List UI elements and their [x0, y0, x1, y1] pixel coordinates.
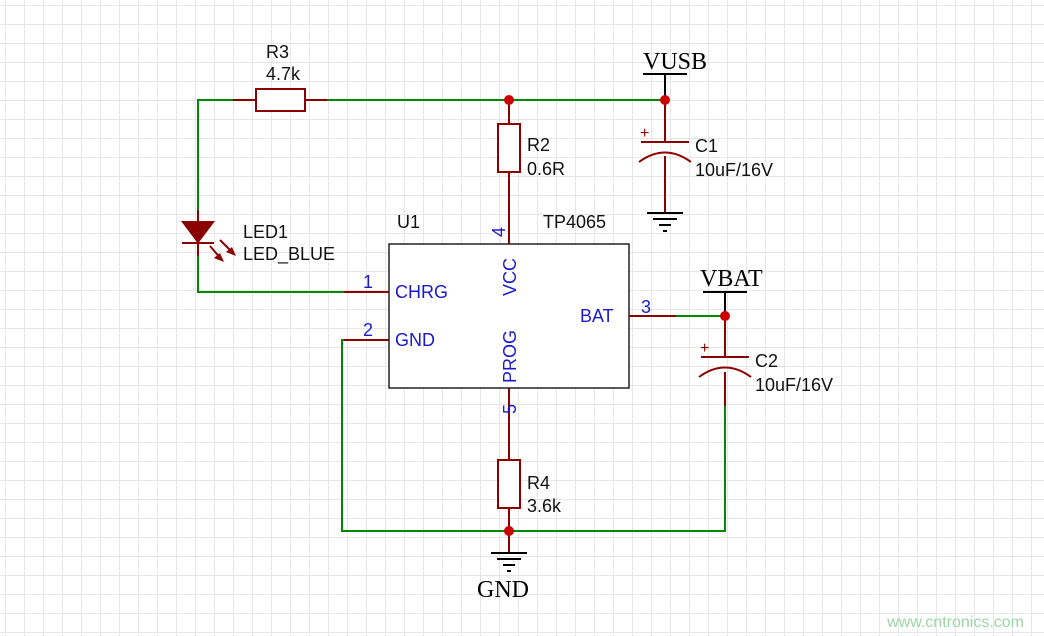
c2-plus-sign: + — [700, 340, 709, 357]
net-flag-vusb[interactable]: VUSB — [643, 49, 707, 100]
resistor-r4-value: 3.6k — [527, 496, 562, 516]
led-led1-ref: LED1 — [243, 222, 288, 242]
resistor-r4-body[interactable] — [497, 459, 521, 509]
watermark-text: www.cntronics.com — [886, 614, 1024, 631]
junction-r2-top — [504, 95, 514, 105]
resistor-r2-body[interactable] — [497, 123, 521, 173]
net-label-vbat: VBAT — [700, 266, 763, 292]
capacitor-c1-ref: C1 — [695, 136, 718, 156]
pin-4-number: 4 — [489, 227, 509, 237]
junction-vbat — [720, 311, 730, 321]
ic-u1-body[interactable] — [388, 243, 630, 389]
wire-top-rail — [197, 99, 233, 228]
ic-u1-ref: U1 — [397, 212, 420, 232]
ic-u1[interactable]: U1 TP4065 1 CHRG 2 GND 3 BAT 4 VCC 5 PRO… — [363, 212, 651, 414]
pin-bat-label: BAT — [580, 306, 614, 326]
junction-gnd — [504, 526, 514, 536]
net-flag-vbat[interactable]: VBAT — [700, 266, 763, 316]
ground-symbol-main: GND — [477, 552, 529, 603]
resistor-r3-value: 4.7k — [266, 64, 301, 84]
capacitor-c2[interactable]: + C2 10uF/16V — [698, 340, 833, 395]
resistor-r2-ref: R2 — [527, 135, 550, 155]
led-led1[interactable]: LED1 LED_BLUE — [181, 221, 335, 265]
pin-1-number: 1 — [363, 272, 373, 292]
resistor-r2[interactable]: R2 0.6R — [497, 123, 565, 179]
resistor-r4[interactable]: R4 3.6k — [497, 459, 562, 516]
resistor-r3-ref: R3 — [266, 42, 289, 62]
resistor-r3-body[interactable] — [255, 88, 306, 112]
led1-arrow-2-head — [226, 247, 236, 256]
capacitor-c1-value: 10uF/16V — [695, 160, 773, 180]
wire-gnd-loop-right — [509, 406, 726, 532]
c1-plate-bottom[interactable] — [638, 151, 692, 163]
junction-vusb — [660, 95, 670, 105]
wire-led-to-chrg — [197, 254, 344, 293]
c1-plus-sign: + — [640, 125, 649, 142]
resistor-r4-ref: R4 — [527, 473, 550, 493]
junctions — [504, 95, 730, 536]
net-label-gnd: GND — [477, 577, 529, 603]
pin-gnd-label: GND — [395, 330, 435, 350]
led1-triangle[interactable] — [181, 221, 215, 244]
pin-3-number: 3 — [641, 297, 651, 317]
capacitor-c2-value: 10uF/16V — [755, 375, 833, 395]
pin-chrg-label: CHRG — [395, 282, 448, 302]
led-led1-value: LED_BLUE — [243, 244, 335, 265]
net-label-vusb: VUSB — [643, 49, 707, 75]
wire-gnd-loop-left — [341, 339, 509, 532]
ic-u1-value: TP4065 — [543, 212, 606, 232]
pin-2-number: 2 — [363, 320, 373, 340]
pin-5-number: 5 — [500, 404, 520, 414]
capacitor-c2-ref: C2 — [755, 351, 778, 371]
resistor-r2-value: 0.6R — [527, 159, 565, 179]
pin-vcc-label: VCC — [500, 258, 520, 296]
c2-plate-bottom[interactable] — [698, 366, 752, 378]
resistor-r3[interactable]: R3 4.7k — [255, 42, 306, 112]
pin-prog-label: PROG — [500, 330, 520, 383]
capacitor-c1[interactable]: + C1 10uF/16V — [638, 125, 773, 180]
led1-arrow-1-head — [214, 253, 224, 262]
ground-symbol-c1 — [647, 212, 683, 232]
wires — [197, 99, 726, 532]
